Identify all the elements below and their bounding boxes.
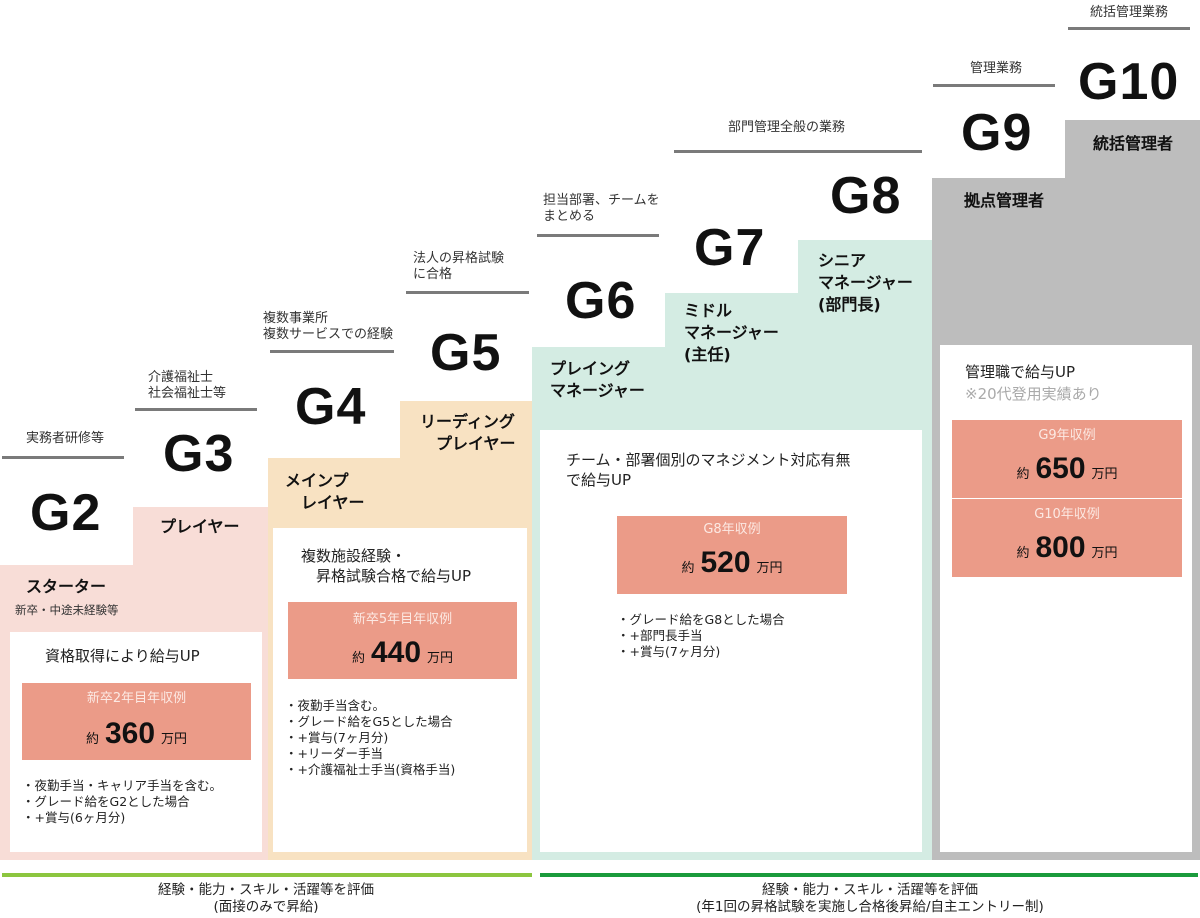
- card2-notes: 夜勤手当含む。 グレード給をG5とした場合 +賞与(7ヶ月分) +リーダー手当 …: [285, 698, 456, 778]
- divider-g5: [406, 291, 529, 294]
- salary-unit: 万円: [1091, 467, 1118, 482]
- salary-value: 440: [370, 636, 422, 669]
- salary-label: G8年収例: [703, 522, 761, 537]
- grade-g5: G5: [430, 324, 502, 382]
- role-g8: シニア マネージャー (部門長): [818, 251, 913, 314]
- requirement-g6: 担当部署、チームを まとめる: [543, 193, 660, 224]
- grade-g10: G10: [1078, 53, 1180, 111]
- salary-value: 520: [700, 546, 751, 579]
- card3-heading: チーム・部署個別のマネジメント対応有無 で給与UP: [566, 451, 851, 489]
- grade-g7: G7: [694, 219, 766, 277]
- salary-unit: 万円: [756, 561, 783, 576]
- card2-heading: 複数施設経験・ 昇格試験合格で給与UP: [301, 547, 472, 585]
- divider-g8: [674, 150, 922, 153]
- card4-salary-box-g9: G9年収例 約 650 万円: [952, 420, 1182, 498]
- salary-label: 新卒2年目年収例: [86, 691, 187, 706]
- card1-salary-box: 新卒2年目年収例 約 360 万円: [22, 683, 251, 760]
- grade-g2: G2: [30, 484, 102, 542]
- salary-unit: 万円: [1091, 546, 1118, 561]
- card4-heading: 管理職で給与UP: [965, 363, 1076, 381]
- requirement-g4: 複数事業所 複数サービスでの経験: [263, 311, 394, 342]
- note: グレード給をG5とした場合: [285, 714, 455, 730]
- note: +リーダー手当: [285, 746, 455, 762]
- role-g10: 統括管理者: [1093, 134, 1174, 153]
- footer-caption-right: 経験・能力・スキル・活躍等を評価 (年1回の昇格試験を実施し合格後昇給/自主エン…: [540, 882, 1200, 916]
- divider-g9: [933, 84, 1055, 87]
- card4-note: ※20代登用実績あり: [965, 385, 1102, 403]
- salary-label: G10年収例: [1034, 507, 1100, 522]
- requirement-g9: 管理業務: [970, 61, 1023, 76]
- salary-value: 360: [104, 717, 156, 750]
- requirement-g8: 部門管理全般の業務: [728, 120, 846, 135]
- grade-g9: G9: [961, 104, 1033, 162]
- salary-label: G9年収例: [1038, 428, 1096, 443]
- salary-prefix: 約: [681, 561, 695, 576]
- note: 夜勤手当含む。: [285, 698, 455, 714]
- card-g4-g5: [273, 528, 527, 852]
- card4-salary-box-g10: G10年収例 約 800 万円: [952, 499, 1182, 577]
- footer-bar-right: [540, 873, 1198, 877]
- divider-g4: [270, 350, 394, 353]
- divider-g3: [135, 408, 257, 411]
- note: +部門長手当: [617, 628, 785, 644]
- grade-g3: G3: [163, 425, 235, 483]
- divider-g10: [1068, 27, 1190, 30]
- salary-unit: 万円: [161, 732, 188, 747]
- requirement-g5: 法人の昇格試験 に合格: [413, 251, 505, 282]
- salary-prefix: 約: [1016, 467, 1030, 482]
- footer-right-line1: 経験・能力・スキル・活躍等を評価: [762, 882, 978, 898]
- role-g2: スターター: [26, 577, 107, 596]
- grade-g8: G8: [830, 167, 902, 225]
- salary-unit: 万円: [427, 651, 454, 666]
- requirement-g10: 統括管理業務: [1090, 5, 1169, 20]
- role-g9: 拠点管理者: [964, 191, 1045, 210]
- note: +賞与(7ヶ月分): [285, 730, 455, 746]
- role-g7: ミドル マネージャー (主任): [684, 301, 779, 364]
- role-g3: プレイヤー: [160, 517, 240, 536]
- footer-caption-left: 経験・能力・スキル・活躍等を評価 (面接のみで昇給): [0, 882, 532, 916]
- note: グレード給をG2とした場合: [22, 794, 222, 810]
- salary-prefix: 約: [351, 651, 365, 666]
- footer-left-line1: 経験・能力・スキル・活躍等を評価: [158, 882, 374, 898]
- note: 夜勤手当・キャリア手当を含む。: [22, 778, 223, 794]
- role-sub-g2: 新卒・中途未経験等: [15, 603, 119, 617]
- salary-value: 800: [1035, 531, 1086, 564]
- role-g6: プレイング マネージャー: [550, 359, 645, 400]
- grade-g4: G4: [295, 378, 367, 436]
- salary-prefix: 約: [85, 732, 99, 747]
- requirement-g2: 実務者研修等: [26, 431, 105, 446]
- grade-g6: G6: [565, 272, 637, 330]
- footer-left-line2: (面接のみで昇給): [213, 899, 319, 915]
- divider-g6: [537, 234, 659, 237]
- card1-notes: 夜勤手当・キャリア手当を含む。 グレード給をG2とした場合 +賞与(6ヶ月分): [22, 778, 223, 826]
- note: +賞与(6ヶ月分): [22, 810, 222, 826]
- divider-g2: [2, 456, 124, 459]
- note: +介護福祉士手当(資格手当): [285, 762, 456, 778]
- card3-notes: グレード給をG8とした場合 +部門長手当 +賞与(7ヶ月分): [617, 612, 785, 660]
- card3-salary-box: G8年収例 約 520 万円: [617, 516, 847, 594]
- role-g4: メインプ レイヤー: [285, 471, 365, 512]
- note: +賞与(7ヶ月分): [617, 644, 785, 660]
- footer-right-line2: (年1回の昇格試験を実施し合格後昇給/自主エントリー制): [696, 899, 1044, 915]
- salary-label: 新卒5年目年収例: [352, 612, 453, 627]
- salary-prefix: 約: [1016, 546, 1030, 561]
- requirement-g3: 介護福祉士 社会福祉士等: [148, 370, 227, 401]
- note: グレード給をG8とした場合: [617, 612, 785, 628]
- card2-salary-box: 新卒5年目年収例 約 440 万円: [288, 602, 517, 679]
- footer-bar-left: [2, 873, 532, 877]
- salary-value: 650: [1035, 452, 1086, 485]
- card1-heading: 資格取得により給与UP: [45, 647, 200, 665]
- role-g5: リーディング プレイヤー: [420, 412, 516, 453]
